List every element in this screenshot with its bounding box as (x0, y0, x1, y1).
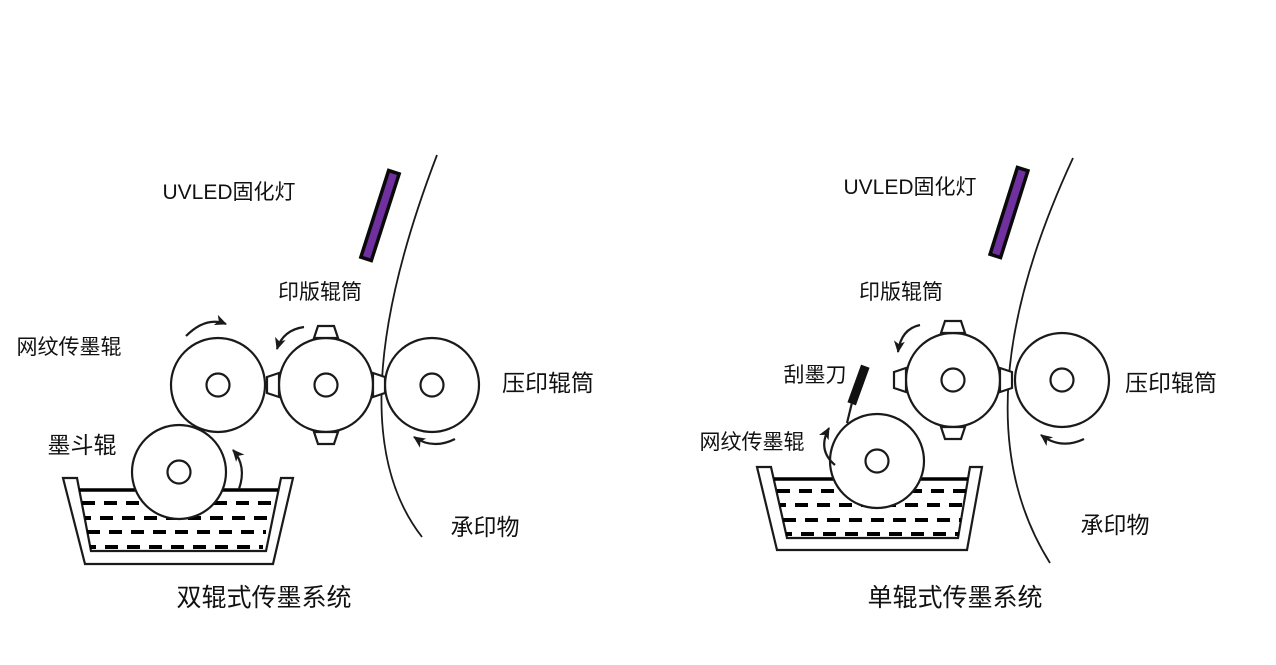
uv-lamp (358, 168, 402, 263)
doctor-blade-label: 刮墨刀 (784, 364, 847, 387)
impression-cylinder-label: 压印辊筒 (502, 370, 594, 396)
ink-tray (755, 465, 984, 552)
uv-lamp (987, 165, 1031, 260)
single-roller-diagram: UVLED固化灯 印版辊筒 刮墨刀 网纹传墨辊 压印辊筒 承印物 单辊式传墨系统 (700, 157, 1217, 612)
impression-cylinder-label: 压印辊筒 (1125, 370, 1217, 396)
plate-clamp-tabs (265, 324, 387, 446)
dual-roller-diagram: UVLED固化灯 印版辊筒 网纹传墨辊 墨斗辊 压印辊筒 承印物 双辊式传墨系统 (17, 154, 594, 612)
roller-hub (205, 372, 231, 398)
doctor-blade (845, 364, 870, 424)
ink-tray (61, 476, 295, 566)
rotation-arrows (185, 314, 456, 490)
uvled-lamp-label: UVLED固化灯 (162, 181, 295, 204)
roller-hub (419, 372, 445, 398)
plate-cylinder-label: 印版辊筒 (859, 281, 943, 304)
anilox-roller-label: 网纹传墨辊 (17, 336, 122, 359)
roller-hub (864, 448, 890, 474)
single-roller-caption: 单辊式传墨系统 (867, 584, 1042, 612)
uvled-lamp-label: UVLED固化灯 (843, 176, 976, 199)
substrate-label: 承印物 (451, 514, 520, 540)
dual-roller-caption: 双辊式传墨系统 (176, 584, 351, 612)
plate-clamp-tabs (892, 319, 1014, 441)
substrate-label: 承印物 (1081, 512, 1150, 538)
rotation-arrows (818, 323, 1085, 466)
anilox-roller-label: 网纹传墨辊 (700, 431, 805, 454)
roller-hub (313, 372, 339, 398)
roller-hub (1049, 367, 1075, 393)
roller-hub (166, 459, 192, 485)
ink-fountain-roller-label: 墨斗辊 (48, 432, 117, 458)
roller-hub (940, 367, 966, 393)
plate-cylinder-label: 印版辊筒 (278, 281, 362, 304)
